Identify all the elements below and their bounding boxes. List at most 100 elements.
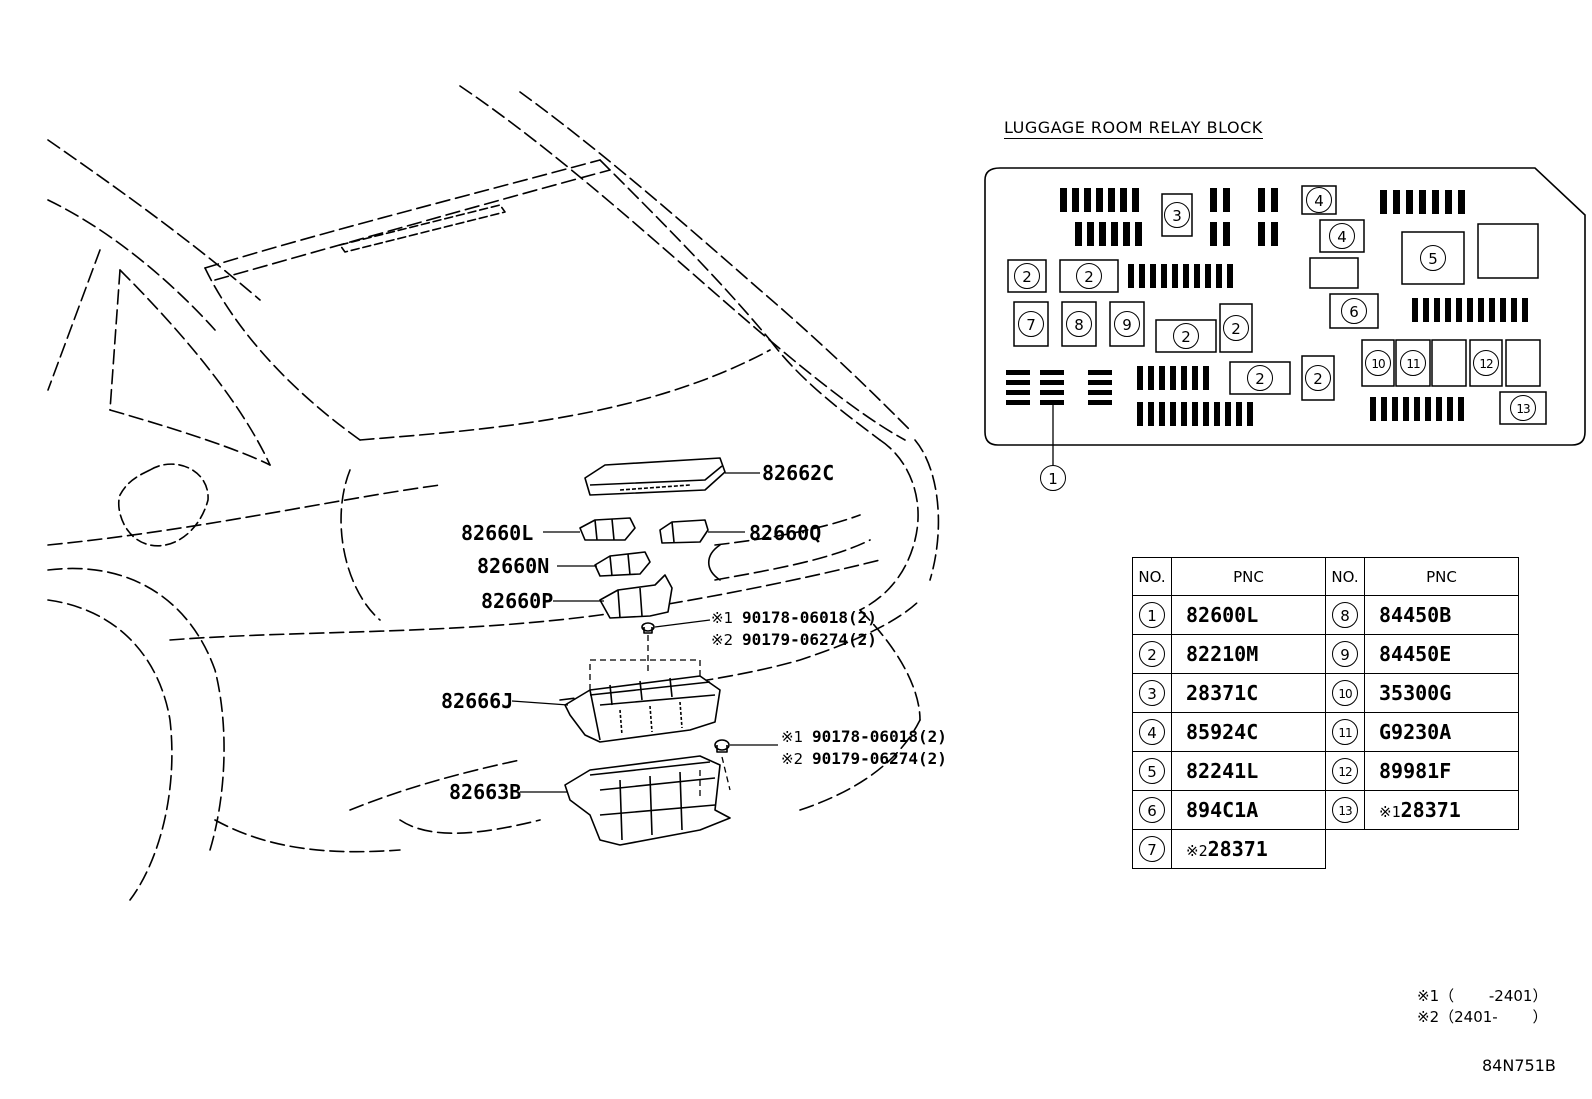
- fuse-bar: [1447, 397, 1453, 421]
- relay-slot: [1329, 293, 1379, 329]
- fuse-bar: [1227, 264, 1233, 288]
- fuse-bar: [1006, 400, 1030, 405]
- fuse-bar: [1236, 402, 1242, 426]
- fuse-bar: [1478, 298, 1484, 322]
- figure-code: 84N751B: [1482, 1056, 1556, 1075]
- header-no: NO.: [1132, 557, 1172, 596]
- fuse-bar: [1247, 402, 1253, 426]
- table-cell-pnc: ※228371: [1171, 829, 1326, 869]
- fuse-bar: [1205, 264, 1211, 288]
- fuse-bar: [1214, 402, 1220, 426]
- fuse-bar: [1216, 264, 1222, 288]
- fuse-bar: [1258, 222, 1265, 246]
- fuse-bar: [1099, 222, 1106, 246]
- part-number: 28371: [1207, 837, 1268, 861]
- table-cell-no: 10: [1325, 673, 1365, 713]
- fuse-bar: [1170, 402, 1176, 426]
- fuse-bar: [1137, 366, 1143, 390]
- fuse-bar: [1159, 402, 1165, 426]
- fuse-bar: [1135, 222, 1142, 246]
- fuse-bar: [1393, 190, 1400, 214]
- relay-block-82666J: [564, 675, 721, 743]
- fuse-bar: [1108, 188, 1115, 212]
- fuse-bar: [1511, 298, 1517, 322]
- relay-slot: [1395, 339, 1431, 387]
- relay-slot: [1059, 259, 1119, 293]
- relay-slot: [1477, 223, 1539, 279]
- table-row: 7※228371: [1132, 829, 1519, 869]
- slot-number-2: 2: [1223, 315, 1249, 341]
- table-cell-no: 6: [1132, 790, 1172, 830]
- fuse-bar: [1223, 222, 1230, 246]
- fuse-bar: [1088, 390, 1112, 395]
- fuse-bar: [1203, 366, 1209, 390]
- part-number: G9230A: [1379, 720, 1452, 744]
- table-cell-pnc: 84450B: [1364, 595, 1519, 635]
- table-cell-pnc: 28371C: [1171, 673, 1326, 713]
- callout-82660P: 82660P: [481, 589, 553, 613]
- table-cell-pnc: 84450E: [1364, 634, 1519, 674]
- table-cell-pnc: 85924C: [1171, 712, 1326, 752]
- callout-nut2-b: 90179-06274(2): [812, 749, 947, 768]
- item-number: 1: [1139, 602, 1165, 628]
- header-pnc: PNC: [1171, 557, 1326, 596]
- fuse-bar: [1088, 400, 1112, 405]
- slot-number-9: 9: [1114, 311, 1140, 337]
- table-cell-no: 12: [1325, 751, 1365, 791]
- item-number: 2: [1139, 641, 1165, 667]
- table-cell-no: 2: [1132, 634, 1172, 674]
- slot-number-4: 4: [1329, 223, 1355, 249]
- part-number: 84450E: [1379, 642, 1452, 666]
- fuse-bar: [1150, 264, 1156, 288]
- fuse-bar: [1087, 222, 1094, 246]
- relay-block-title: LUGGAGE ROOM RELAY BLOCK: [1004, 118, 1263, 139]
- item-number: 6: [1139, 797, 1165, 823]
- fuse-bar: [1419, 190, 1426, 214]
- relay-block-layout: [984, 167, 1586, 465]
- relay-slot: [1219, 303, 1253, 353]
- fuse-bar: [1075, 222, 1082, 246]
- callout-nut2-a: 90178-06018(2): [812, 727, 947, 746]
- relay-slot: [1301, 185, 1337, 215]
- relay-82660Q: [659, 519, 709, 544]
- fuse-bar: [1392, 397, 1398, 421]
- fuse-bar: [1194, 264, 1200, 288]
- fuse-bar: [1434, 298, 1440, 322]
- fuse-bar: [1040, 370, 1064, 375]
- fuse-bar: [1170, 366, 1176, 390]
- fuse-bar: [1423, 298, 1429, 322]
- relay-82660L: [579, 517, 636, 541]
- fuse-bar: [1159, 366, 1165, 390]
- table-cell-pnc: 82600L: [1171, 595, 1326, 635]
- slot-number-2: 2: [1305, 365, 1331, 391]
- callout-82660L: 82660L: [461, 521, 533, 545]
- slot-number-2: 2: [1173, 323, 1199, 349]
- notes: ※1（ -2401） ※2（2401- ）: [1417, 986, 1547, 1028]
- fuse-bar: [1370, 397, 1376, 421]
- relay-slot: [1469, 339, 1503, 387]
- fuse-bar: [1006, 390, 1030, 395]
- header-pnc-2: PNC: [1364, 557, 1519, 596]
- relay-slot: [1309, 257, 1359, 289]
- table-cell-pnc: ※128371: [1364, 790, 1519, 830]
- slot-number-10: 10: [1365, 350, 1391, 376]
- item-number: 10: [1332, 680, 1358, 706]
- header-no-2: NO.: [1325, 557, 1365, 596]
- callout-nut2-a-mark: ※1: [781, 728, 803, 746]
- callout-nut1-b-mark: ※2: [711, 631, 733, 649]
- relay-slot: [1499, 391, 1547, 425]
- relay-slot: [1155, 319, 1217, 353]
- item-number: 9: [1332, 641, 1358, 667]
- fuse-bar: [1088, 380, 1112, 385]
- fuse-bar: [1148, 402, 1154, 426]
- fuse-bar: [1132, 188, 1139, 212]
- relay-slot: [1431, 339, 1467, 387]
- part-number: 28371: [1400, 798, 1461, 822]
- table-cell-pnc: 35300G: [1364, 673, 1519, 713]
- relay-block-cover: [584, 457, 726, 496]
- table-header-row: NO. PNC NO. PNC: [1132, 557, 1519, 596]
